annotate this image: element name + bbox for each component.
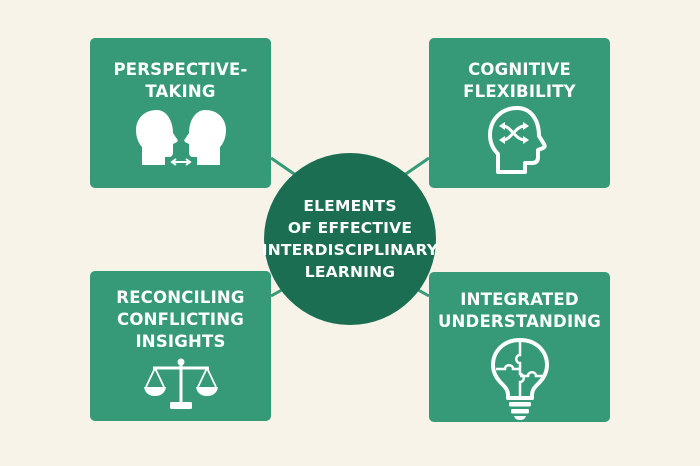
central-hub: ELEMENTS OF EFFECTIVE INTERDISCIPLINARY … [262,153,438,325]
card-perspective-taking: PERSPECTIVE- TAKING [90,38,271,188]
hub-title: ELEMENTS OF EFFECTIVE INTERDISCIPLINARY … [262,195,438,283]
hub-title-line: ELEMENTS [303,197,397,215]
hub-title-line: INTERDISCIPLINARY [261,241,439,259]
card-title-line: PERSPECTIVE- [113,60,248,79]
card-title-line: INSIGHTS [135,332,226,351]
card-title-line: UNDERSTANDING [437,312,602,331]
head-with-arrows-icon [487,106,547,174]
card-title-reconciling-conflicting-insights: RECONCILING CONFLICTING INSIGHTS [90,271,271,353]
card-title-line: INTEGRATED [460,290,579,309]
card-title-perspective-taking: PERSPECTIVE- TAKING [90,38,271,103]
balance-scale-icon [143,358,218,409]
card-title-cognitive-flexibility: COGNITIVE FLEXIBILITY [429,38,610,103]
card-title-integrated-understanding: INTEGRATED UNDERSTANDING [429,272,610,333]
two-heads-facing-icon [135,110,226,166]
card-title-line: RECONCILING [116,288,245,307]
card-cognitive-flexibility: COGNITIVE FLEXIBILITY [429,38,610,188]
card-integrated-understanding: INTEGRATED UNDERSTANDING [429,272,610,422]
card-title-line: FLEXIBILITY [463,82,576,101]
card-reconciling-conflicting-insights: RECONCILING CONFLICTING INSIGHTS [90,271,271,421]
puzzle-lightbulb-icon [490,338,549,420]
hub-title-line: OF EFFECTIVE [287,219,413,237]
hub-title-line: LEARNING [304,263,396,281]
card-title-line: TAKING [145,82,216,101]
card-title-line: COGNITIVE [468,60,571,79]
card-title-line: CONFLICTING [117,310,244,329]
